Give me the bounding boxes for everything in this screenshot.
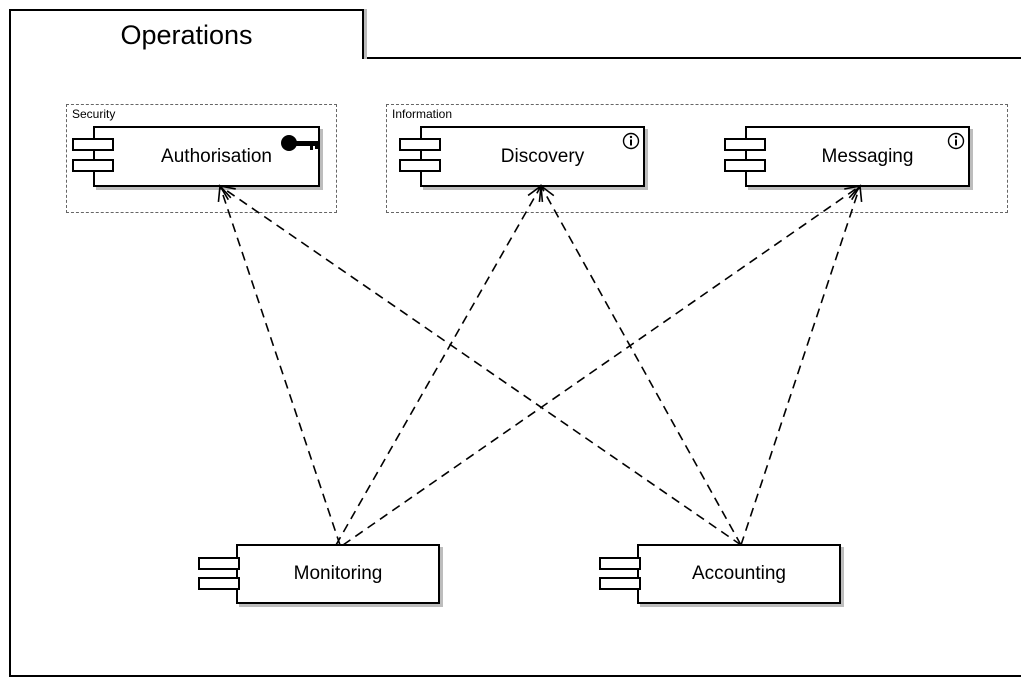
info-icon [622, 132, 640, 150]
component-authorisation-label: Authorisation [161, 145, 272, 167]
component-tab-icon [399, 138, 441, 151]
component-accounting-label: Accounting [691, 563, 786, 584]
group-security: Security [66, 104, 337, 213]
component-messaging-label: Messaging [821, 145, 914, 167]
dependency-arrow [218, 184, 742, 546]
component-tab-icon [72, 138, 114, 151]
component-tab-icon [198, 577, 240, 590]
package-tab: Operations [9, 9, 364, 59]
package-title: Operations [120, 19, 253, 50]
diagram-canvas: Operations Security Information Authoris… [9, 9, 1021, 677]
component-messaging[interactable]: Messaging [745, 126, 970, 187]
component-tab-icon [599, 557, 641, 570]
component-tab-icon [399, 159, 441, 172]
dependency-arrow [342, 184, 862, 546]
dependency-arrow [335, 184, 542, 546]
component-tab-icon [72, 159, 114, 172]
component-discovery[interactable]: Discovery [420, 126, 645, 187]
group-information-label: Information [392, 107, 453, 121]
component-accounting[interactable]: Accounting [637, 544, 841, 604]
dependency-arrow [540, 184, 742, 546]
key-icon [281, 135, 318, 151]
component-monitoring-label: Monitoring [293, 563, 383, 584]
component-discovery-label: Discovery [500, 145, 585, 167]
component-authorisation[interactable]: Authorisation [93, 126, 320, 187]
component-tab-icon [198, 557, 240, 570]
component-tab-icon [724, 159, 766, 172]
component-tab-icon [599, 577, 641, 590]
component-tab-icon [724, 138, 766, 151]
info-icon [947, 132, 965, 150]
dependency-arrow [740, 184, 863, 546]
group-information: Information [386, 104, 1008, 213]
dependency-layer [217, 184, 863, 546]
component-monitoring[interactable]: Monitoring [236, 544, 440, 604]
group-security-label: Security [72, 107, 116, 121]
dependency-arrow [217, 184, 341, 546]
